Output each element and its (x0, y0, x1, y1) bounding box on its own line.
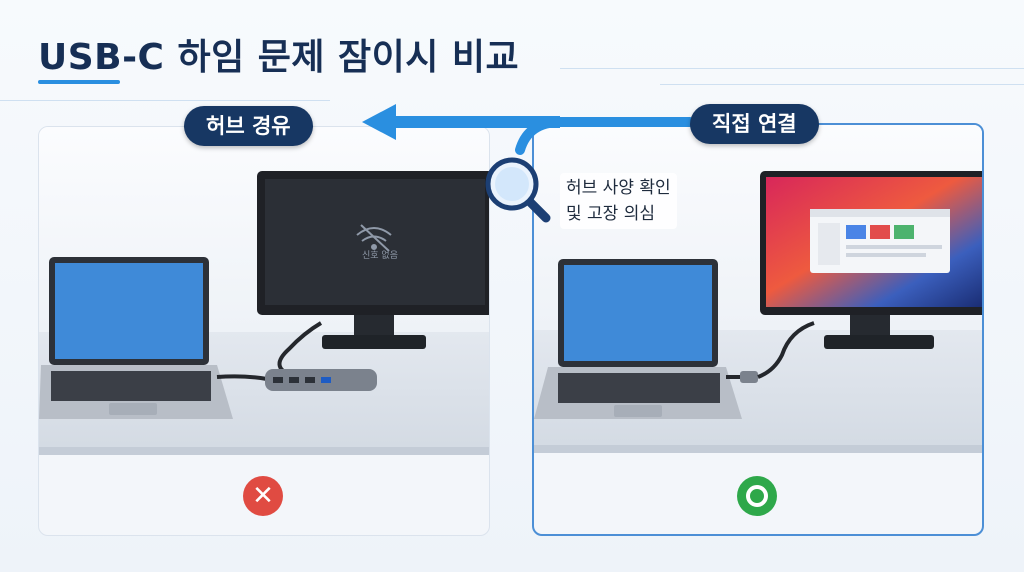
callout-line-1: 허브 사양 확인 (566, 178, 671, 198)
decorative-line (660, 84, 1024, 85)
x-icon: ✕ (243, 476, 283, 516)
callout-line-2: 및 고장 의심 (566, 204, 656, 224)
direct-connection-panel (532, 123, 984, 536)
laptop-right (534, 259, 742, 419)
no-signal-icon (356, 224, 392, 252)
hub-connection-panel (38, 126, 490, 536)
usb-c-connector (740, 371, 758, 383)
monitor-no-signal (257, 171, 489, 349)
decorative-line (560, 68, 1024, 69)
no-signal-text: 신호 없음 (362, 251, 398, 261)
desk-edge (534, 445, 982, 453)
direct-setup-illustration (534, 171, 982, 419)
monitor-working (760, 171, 982, 349)
callout-text: 허브 사양 확인 및 고장 의심 (560, 173, 677, 229)
direct-connection-label: 직접 연결 (690, 104, 819, 144)
arrow-left-icon (362, 104, 695, 155)
decorative-line (0, 100, 330, 101)
usb-hub (265, 369, 377, 391)
title-underline (38, 80, 120, 84)
hub-setup-illustration (39, 171, 489, 419)
desk-edge (39, 447, 489, 455)
circle-ring (746, 485, 768, 507)
hub-connection-label: 허브 경유 (184, 106, 313, 146)
magnifier-icon (485, 157, 551, 223)
laptop-left (39, 257, 233, 419)
circle-check-icon (737, 476, 777, 516)
page-title: USB-C 하임 문제 잠이시 비교 (38, 37, 520, 78)
